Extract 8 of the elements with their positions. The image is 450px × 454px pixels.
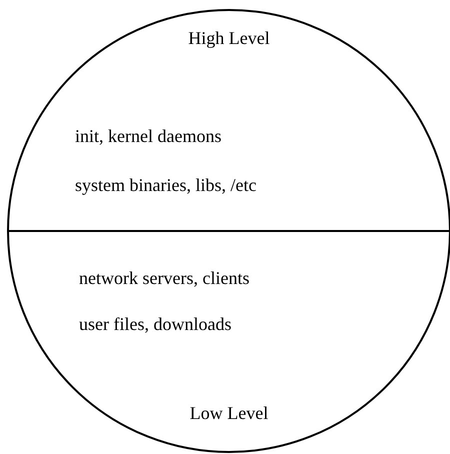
- level-heading: Low Level: [190, 402, 268, 424]
- layer-item: network servers, clients: [79, 267, 250, 289]
- half-circle-segment: [8, 231, 450, 452]
- level-heading: High Level: [188, 27, 270, 49]
- layer-item: system binaries, libs, /etc: [75, 174, 256, 196]
- layer-item: init, kernel daemons: [75, 125, 222, 147]
- half-circle-segment: [8, 10, 450, 231]
- layer-item: user files, downloads: [79, 313, 232, 335]
